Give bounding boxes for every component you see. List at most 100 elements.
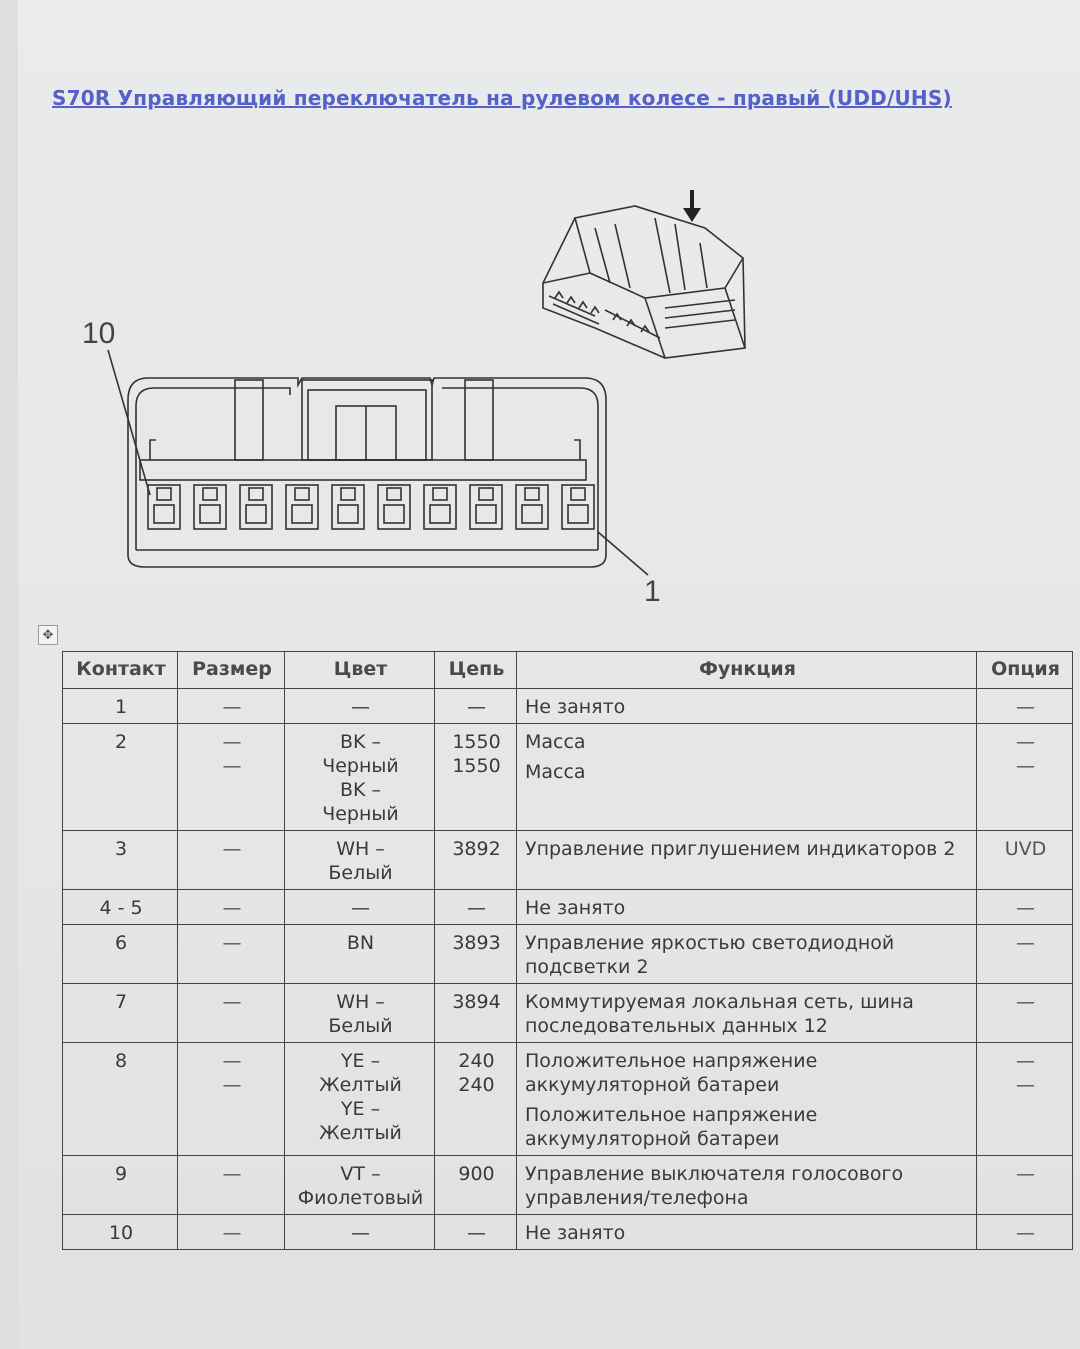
cell-size-value: —: [222, 932, 242, 954]
cell-size: —: [177, 924, 285, 984]
cell-size-value: —: [222, 1074, 242, 1096]
cell-option: —: [976, 1155, 1073, 1215]
cell-option-value: —: [1016, 1050, 1035, 1072]
cell-option: UVD: [976, 830, 1073, 890]
contact-value: 7: [114, 991, 128, 1013]
cell-contact: 10: [62, 1214, 178, 1250]
cell-option-value: —: [1016, 991, 1035, 1013]
cell-circuit: —: [434, 688, 517, 724]
cell-option: —: [976, 1214, 1073, 1250]
cell-circuit: 3893: [434, 924, 517, 984]
cell-color-value: YE –: [340, 1098, 381, 1120]
cell-size-value: —: [222, 1222, 242, 1244]
cell-color-value: Белый: [328, 1015, 393, 1037]
cell-color-value: Черный: [322, 803, 399, 825]
cell-size: —: [177, 830, 285, 890]
cell-function: Коммутируемая локальная сеть, шина после…: [516, 983, 977, 1043]
cell-option-value: UVD: [1004, 838, 1047, 860]
cell-color-value: Черный: [322, 755, 399, 777]
cell-function-value: Не занято: [525, 897, 626, 919]
cell-size: —: [177, 983, 285, 1043]
cell-option: ——: [976, 1042, 1073, 1156]
cell-function-value: Управление яркостью светодиодной подсвет…: [525, 932, 895, 978]
header-circuit: Цепь: [434, 651, 517, 689]
pin-cavity: [469, 484, 503, 530]
cell-circuit: 900: [434, 1155, 517, 1215]
cell-circuit-value: —: [467, 696, 486, 718]
cell-function-value: Не занято: [525, 696, 626, 718]
contact-value: 4 - 5: [99, 897, 143, 919]
cell-size-value: —: [222, 731, 242, 753]
cell-color: BN: [284, 924, 435, 984]
cell-color-value: Фиолетовый: [297, 1187, 424, 1209]
cell-function: Не занято: [516, 1214, 977, 1250]
cell-contact: 6: [62, 924, 178, 984]
cell-option: —: [976, 688, 1073, 724]
cell-function-value: Управление приглушением индикаторов 2: [525, 838, 956, 860]
cell-function-value: Масса: [525, 761, 586, 783]
pin-cavity: [561, 484, 595, 530]
contact-value: 3: [114, 838, 128, 860]
cell-circuit-value: 1550: [452, 731, 501, 753]
cell-color: —: [284, 1214, 435, 1250]
pin-cavity: [423, 484, 457, 530]
connector-front-view-icon: 10 1: [82, 317, 661, 608]
cell-color-value: BK –: [339, 731, 382, 753]
cell-contact: 3: [62, 830, 178, 890]
cell-color-value: Желтый: [319, 1074, 402, 1096]
cell-function: Управление приглушением индикаторов 2: [516, 830, 977, 890]
cell-circuit-value: 3894: [452, 991, 501, 1013]
table-row: 1———Не занято—: [62, 688, 1073, 724]
cell-option-value: —: [1016, 1222, 1035, 1244]
header-option: Опция: [976, 651, 1073, 689]
cell-color-value: VT –: [340, 1163, 381, 1185]
contact-value: 6: [114, 932, 128, 954]
pin-cavity: [285, 484, 319, 530]
cell-size-value: —: [222, 897, 242, 919]
contact-value: 10: [108, 1222, 134, 1244]
contact-value: 1: [114, 696, 128, 718]
table-move-handle-icon[interactable]: ✥: [38, 625, 58, 645]
pin-cavity: [239, 484, 273, 530]
cell-circuit-value: 240: [458, 1074, 495, 1096]
cell-contact: 7: [62, 983, 178, 1043]
cell-contact: 9: [62, 1155, 178, 1215]
cell-color-value: Белый: [328, 862, 393, 884]
pin-10-label: 10: [82, 317, 115, 350]
contact-value: 2: [114, 731, 128, 753]
cell-color-value: BN: [346, 932, 375, 954]
table-row: 3 —WH –Белый 3892 Управление приглушением и…: [62, 830, 1073, 890]
cell-size: —: [177, 1214, 285, 1250]
cell-circuit: 3894: [434, 983, 517, 1043]
cell-function: Не занято: [516, 889, 977, 925]
cell-circuit-value: 3893: [452, 932, 501, 954]
cell-option: —: [976, 983, 1073, 1043]
cell-color-value: BK –: [339, 779, 382, 801]
cell-option: —: [976, 889, 1073, 925]
cell-color-value: YE –: [340, 1050, 381, 1072]
cell-contact: 8: [62, 1042, 178, 1156]
cell-color: WH –Белый: [284, 830, 435, 890]
cell-circuit-value: 900: [458, 1163, 495, 1185]
cell-circuit-value: 3892: [452, 838, 501, 860]
cell-function: Управление яркостью светодиодной подсвет…: [516, 924, 977, 984]
cell-circuit-value: —: [467, 897, 486, 919]
cell-function: Не занято: [516, 688, 977, 724]
page-title-link[interactable]: S70R Управляющий переключатель на рулево…: [52, 86, 952, 110]
cell-circuit-value: 1550: [452, 755, 501, 777]
cell-option-value: —: [1016, 755, 1035, 777]
cell-contact: 4 - 5: [62, 889, 178, 925]
pin-cavity: [377, 484, 411, 530]
cell-color-value: Желтый: [319, 1122, 402, 1144]
insertion-arrow-icon: [683, 190, 701, 222]
cell-color: —: [284, 889, 435, 925]
pin-cavity: [193, 484, 227, 530]
table-row: 10———Не занято—: [62, 1214, 1073, 1250]
